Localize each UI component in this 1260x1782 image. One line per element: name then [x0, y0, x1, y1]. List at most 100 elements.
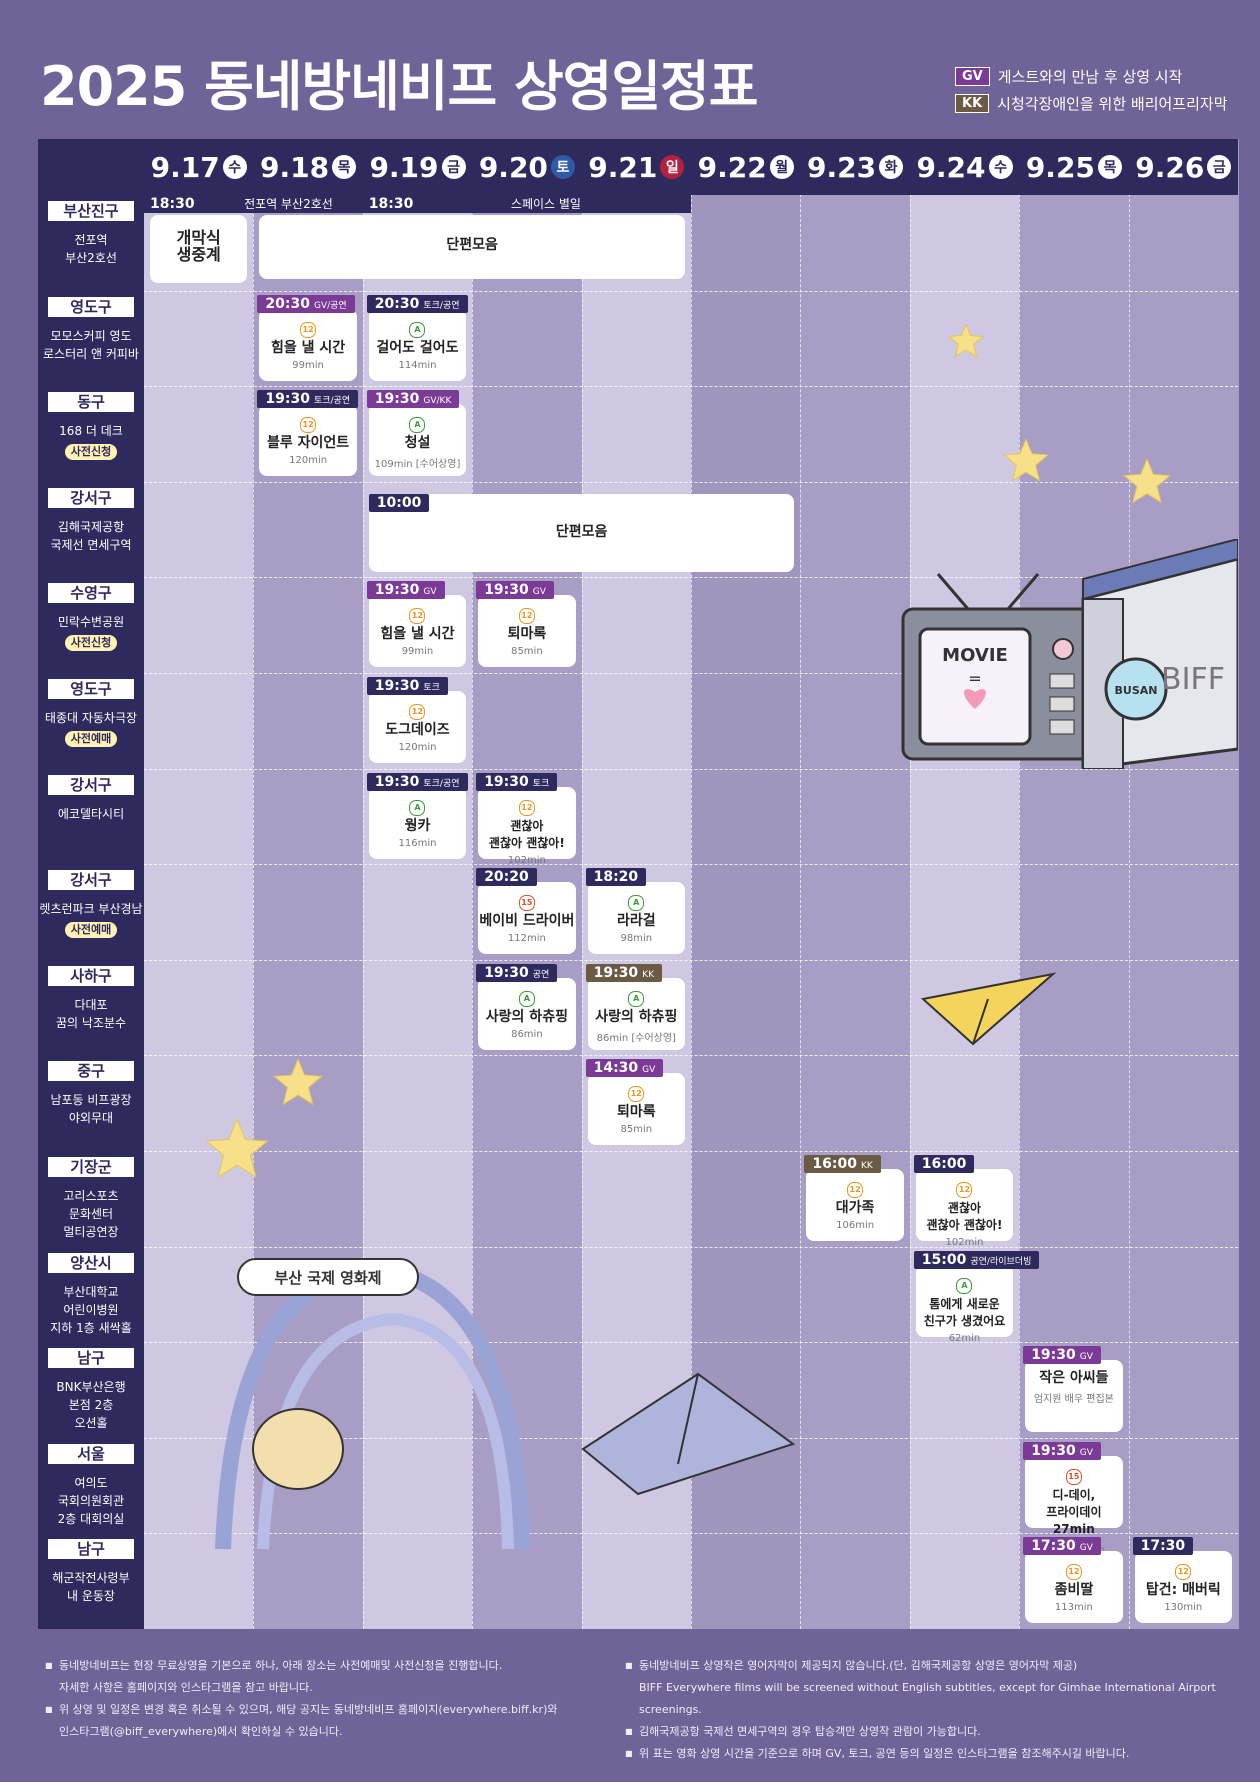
screening-time: 18:20 — [593, 869, 639, 886]
screening-note: 토크/공연 — [313, 396, 351, 407]
film-runtime: 85min — [511, 646, 543, 658]
venue-district: 강서구 — [48, 774, 134, 795]
paper-plane-icon — [920, 972, 1057, 1046]
film-runtime: 99min — [292, 359, 324, 371]
row-divider — [144, 673, 1238, 674]
shorts-title: 단편모음 — [555, 523, 608, 540]
film-runtime: 99min — [401, 646, 434, 658]
film-runtime: 102min — [507, 854, 546, 866]
booking-tag: 사전신청 — [64, 635, 118, 652]
film-title: 웡카 — [404, 817, 431, 834]
age-rating-icon: 15 — [518, 895, 535, 912]
film-title: 괜찮아 괜찮아 괜찮아! — [926, 1201, 1003, 1232]
film-runtime: 86min — [511, 1028, 543, 1040]
film-title: 힘을 낼 시간 — [271, 339, 346, 356]
paper-plane-icon — [581, 1372, 796, 1496]
row-divider — [144, 1055, 1238, 1057]
time-badge: 18:20 — [585, 868, 647, 887]
date-column — [800, 139, 911, 1629]
venue-name: 태종대 자동차극장 — [44, 711, 138, 725]
bar-place: 전포역 부산2호선 — [244, 197, 333, 211]
film-runtime: 109min [수어상영] — [374, 459, 461, 471]
venue-name: 고리스포츠 문화센터 멀티공연장 — [63, 1189, 119, 1239]
date-label: 9.21 — [588, 150, 658, 184]
venue-district: 강서구 — [48, 870, 134, 891]
star-icon — [205, 1119, 269, 1178]
date-label: 9.25 — [1025, 150, 1095, 184]
film-runtime: 114min — [398, 359, 437, 371]
venue-name: 해군작전사령부 내 운동장 — [52, 1571, 130, 1604]
screening-time: 20:30 — [374, 295, 420, 312]
note-line: 동네방네비프 상영작은 영어자막이 제공되지 않습니다.(단, 김해국제공항 상… — [625, 1655, 1260, 1677]
screening-time: 19:30 — [484, 773, 529, 790]
notes-left: 동네방네비프는 현장 무료상영을 기본으로 하나, 아래 장소는 사전예매및 사… — [45, 1655, 557, 1743]
tv-screen-symbol: = — [968, 669, 981, 688]
screening-note: 토크 — [532, 778, 550, 789]
screening-time: 19:30 — [484, 582, 529, 599]
date-column — [144, 139, 254, 1629]
screening-note: 토크/공연 — [423, 300, 460, 311]
age-rating-icon: 12 — [1065, 1564, 1082, 1581]
note-line: 자세한 사항은 홈페이지와 인스타그램을 참고 바랍니다. — [59, 1681, 313, 1694]
time-badge: 16:00 — [913, 1155, 975, 1173]
film-title: 퇴마록 — [616, 1104, 656, 1121]
film-runtime: 130min — [1164, 1602, 1203, 1614]
bar-time: 18:30 — [150, 196, 195, 212]
star-icon — [948, 324, 984, 358]
venue-district: 남구 — [48, 1539, 134, 1560]
screening-time: 19:30 — [374, 773, 420, 790]
age-rating-icon: 12 — [409, 608, 426, 625]
film-title: 작은 아씨들 — [1039, 1370, 1109, 1387]
venue-column — [38, 195, 144, 1629]
opening-card: 개막식 생중계 — [150, 215, 248, 283]
tv-screen-text: MOVIE — [942, 645, 1008, 666]
weekday-badge: 목 — [1097, 155, 1122, 179]
film-title: 라라걸 — [616, 913, 656, 930]
row-divider — [144, 959, 1238, 961]
screening-note: 토크 — [423, 683, 440, 693]
legend-kk-text: 시청각장애인을 위한 배리어프리자막 — [997, 95, 1228, 113]
venue-district: 양산시 — [48, 1252, 134, 1273]
screening-time: 14:30 — [593, 1060, 639, 1077]
legend-gv-badge: GV — [955, 67, 990, 86]
film-runtime: 113min — [1054, 1602, 1093, 1614]
date-label: 9.24 — [916, 150, 986, 184]
